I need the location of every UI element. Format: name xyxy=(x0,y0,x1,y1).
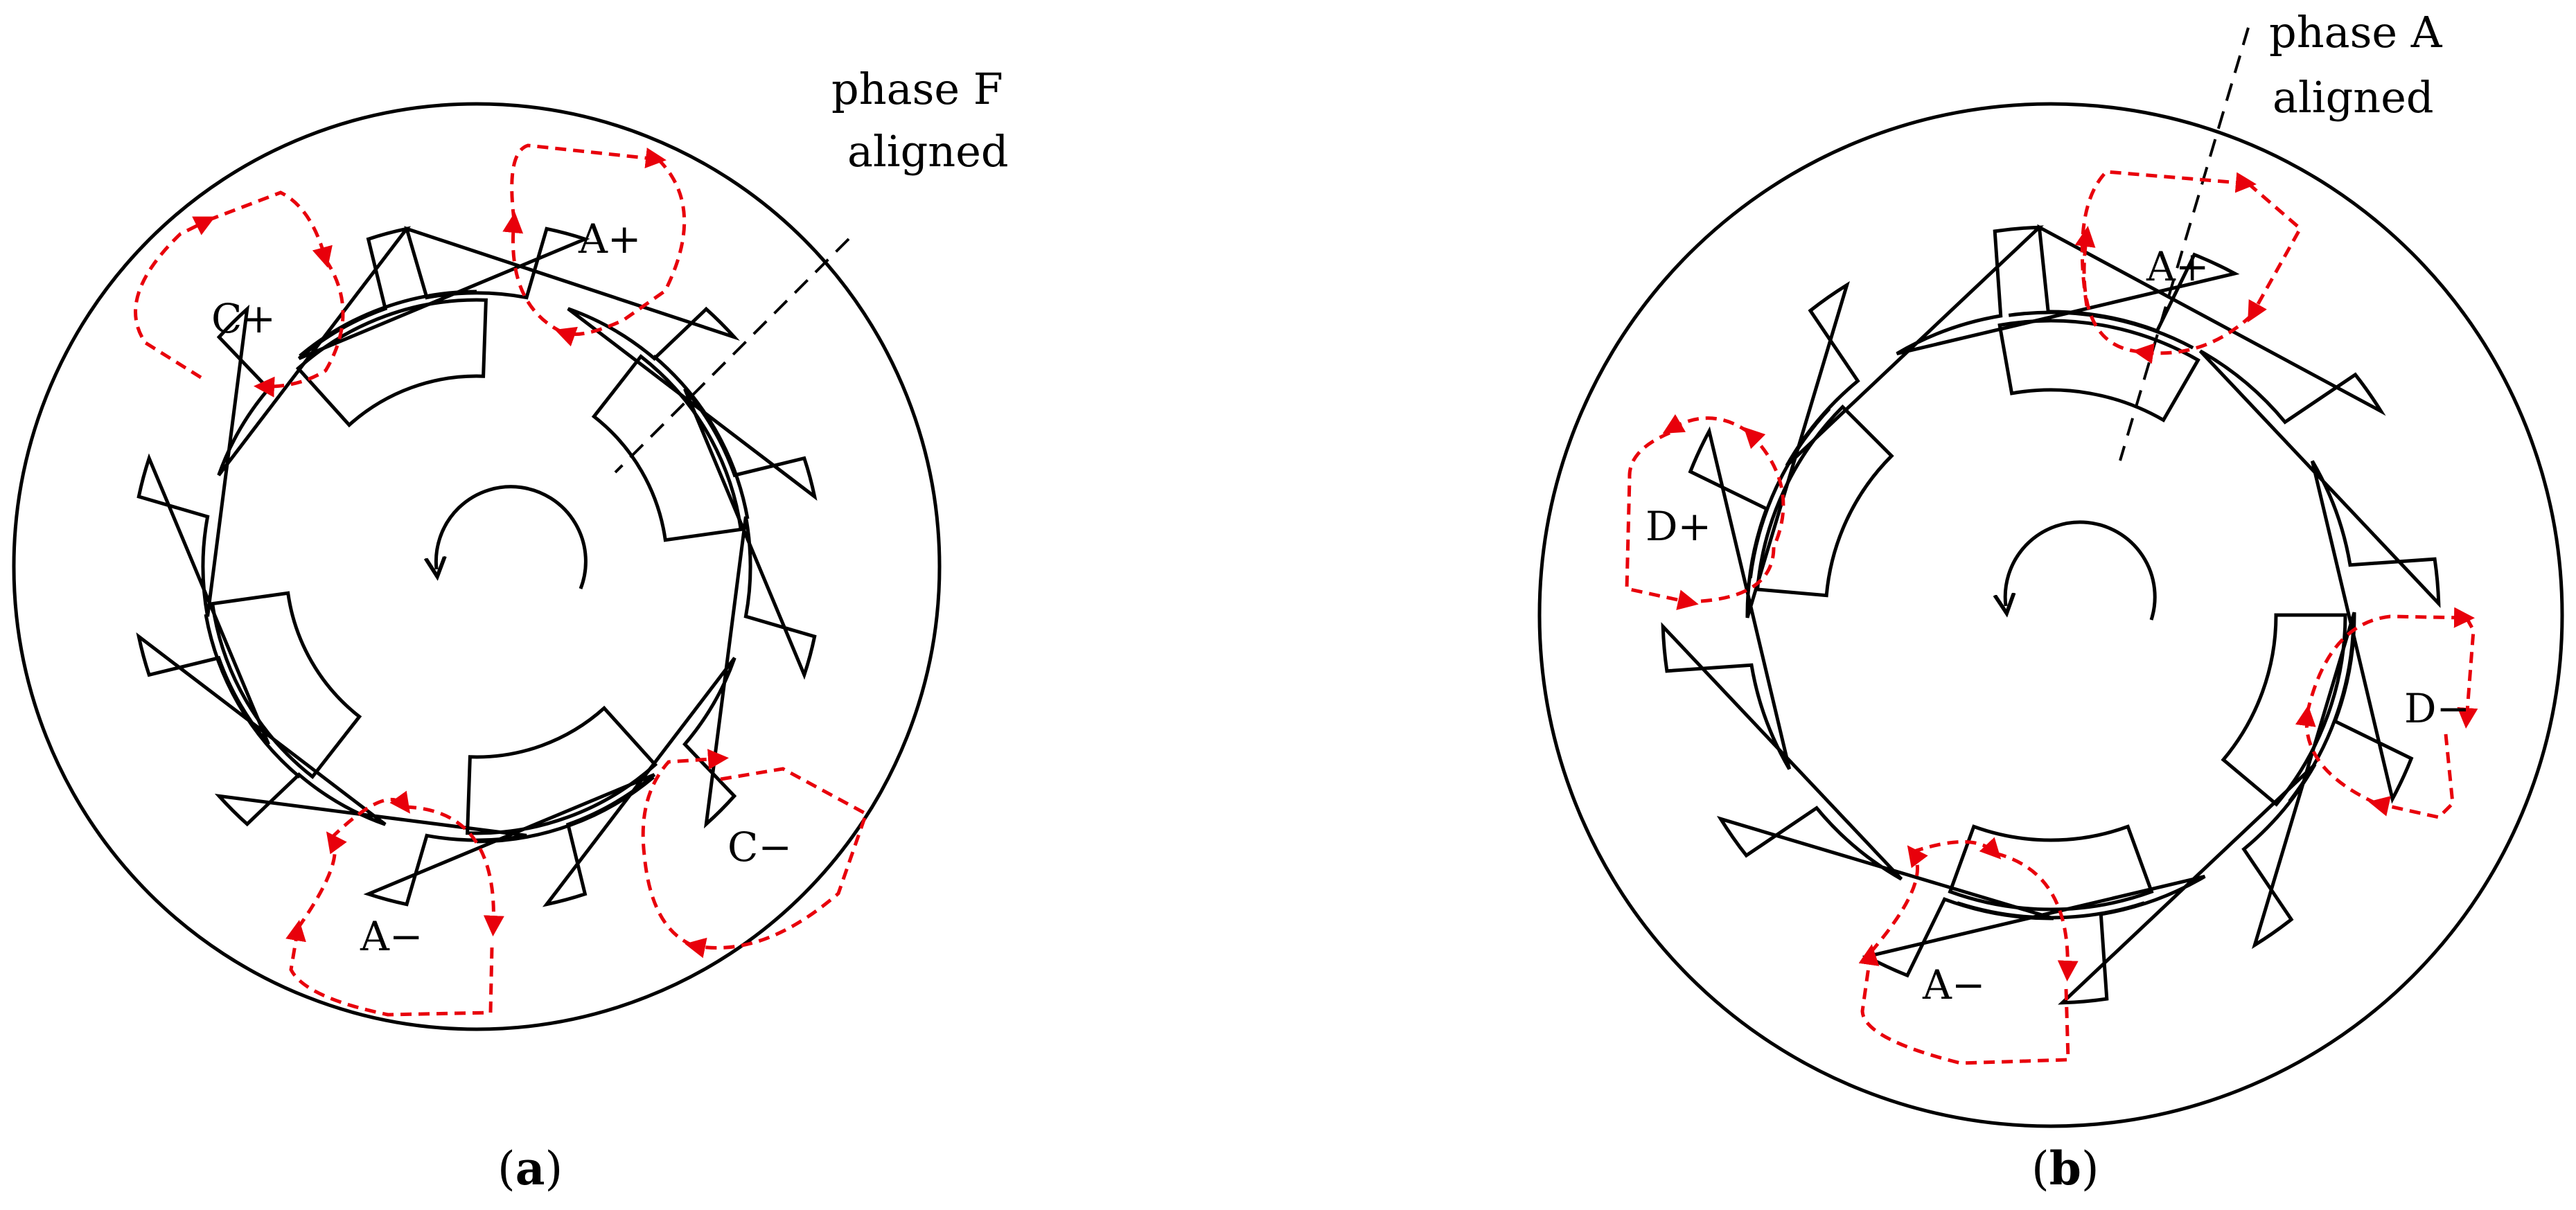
alignment-note: aligned xyxy=(2273,72,2434,123)
rotor-segment-edge xyxy=(1957,901,2145,920)
stator-teeth-outline xyxy=(1661,224,2441,1005)
flux-arrow-icon xyxy=(1995,851,2079,981)
flux-arrow-icon xyxy=(2247,182,2303,323)
rotor-segment-edge xyxy=(476,776,655,844)
flux-arrow-icon xyxy=(2133,314,2253,364)
flux-arrow-icon xyxy=(1912,837,2002,860)
winding-label: C+ xyxy=(211,295,276,342)
flux-arrow-icon xyxy=(2457,616,2478,729)
winding-label: A− xyxy=(1922,961,1985,1008)
rotor-segment-edge xyxy=(1748,407,1831,579)
flux-arrow-icon xyxy=(641,749,729,947)
alignment-note: phase F xyxy=(831,64,1003,114)
alignment-axis xyxy=(2119,27,2250,461)
flux-arrow-icon xyxy=(1625,431,1699,610)
winding-label: D+ xyxy=(1646,503,1711,550)
rotor-segment xyxy=(591,354,743,542)
rotor-segment-edge xyxy=(2288,625,2356,803)
alignment-note: phase A xyxy=(2269,7,2443,57)
panel-caption: (a) xyxy=(497,1141,563,1195)
rotor-segment-edge xyxy=(652,354,750,519)
winding-label: A+ xyxy=(2146,243,2209,290)
winding-label: D− xyxy=(2404,685,2470,732)
winding-label: A+ xyxy=(578,215,641,263)
flux-paths xyxy=(1625,170,2478,1065)
rotor-segments xyxy=(204,290,750,844)
rotor-segment xyxy=(210,591,362,779)
winding-label: A− xyxy=(360,913,423,960)
rotor-segment-edge xyxy=(2008,310,2194,350)
flux-paths xyxy=(134,143,869,1017)
flux-arrow-icon xyxy=(2305,607,2475,714)
flux-arrow-icon xyxy=(254,258,345,398)
alignment-note: aligned xyxy=(847,126,1009,177)
panel-a: A+ C+ A− C− phase F aligned (a) xyxy=(12,64,1009,1195)
flux-arrow-icon xyxy=(285,920,494,1017)
flux-arrow-icon xyxy=(1662,413,1751,435)
stator-outer-circle xyxy=(12,102,942,1031)
panel-caption: (b) xyxy=(2031,1141,2099,1195)
stator-outer-circle xyxy=(1537,102,2564,1128)
flux-arrow-icon xyxy=(554,158,687,347)
panel-b: A+ D+ A− D− phase A aligned (b) xyxy=(1537,7,2564,1195)
rotation-arrow-icon xyxy=(2005,520,2157,621)
flux-arrow-icon xyxy=(1700,427,1785,603)
rotor-segment-edge xyxy=(299,290,477,357)
flux-arrow-icon xyxy=(502,212,564,335)
flux-arrow-icon xyxy=(2074,226,2142,354)
rotor-segment xyxy=(1755,404,1894,598)
flux-arrow-icon xyxy=(2368,733,2455,819)
flux-arrow-icon xyxy=(330,790,410,839)
rotation-arrow-icon xyxy=(436,485,588,589)
flux-arrow-icon xyxy=(207,190,333,268)
rotor-segment xyxy=(1997,319,2200,422)
winding-label: C− xyxy=(727,824,792,871)
flux-arrow-icon xyxy=(134,216,215,380)
flux-arrow-icon xyxy=(2295,705,2378,806)
flux-arrow-icon xyxy=(296,831,347,929)
rotor-segment-edge xyxy=(204,614,301,779)
flux-arrow-icon xyxy=(685,767,869,959)
stator-teeth-outline xyxy=(136,226,818,907)
svg-text:(b): (b) xyxy=(2031,1141,2099,1195)
flux-arrow-icon xyxy=(510,143,667,221)
flux-arrow-icon xyxy=(1869,845,1928,954)
rotor-segment xyxy=(466,705,658,835)
caption-letter: a xyxy=(515,1141,545,1195)
rotor-segment xyxy=(295,298,488,428)
rotor-segments xyxy=(1748,310,2356,920)
rotor-segment xyxy=(1948,824,2154,911)
rotor-segment xyxy=(2221,613,2347,807)
caption-letter: b xyxy=(2049,1141,2081,1195)
svg-text:(a): (a) xyxy=(497,1141,563,1195)
alignment-axis xyxy=(614,238,850,474)
flux-arrow-icon xyxy=(405,805,504,936)
flux-arrow-icon xyxy=(1858,944,2070,1065)
